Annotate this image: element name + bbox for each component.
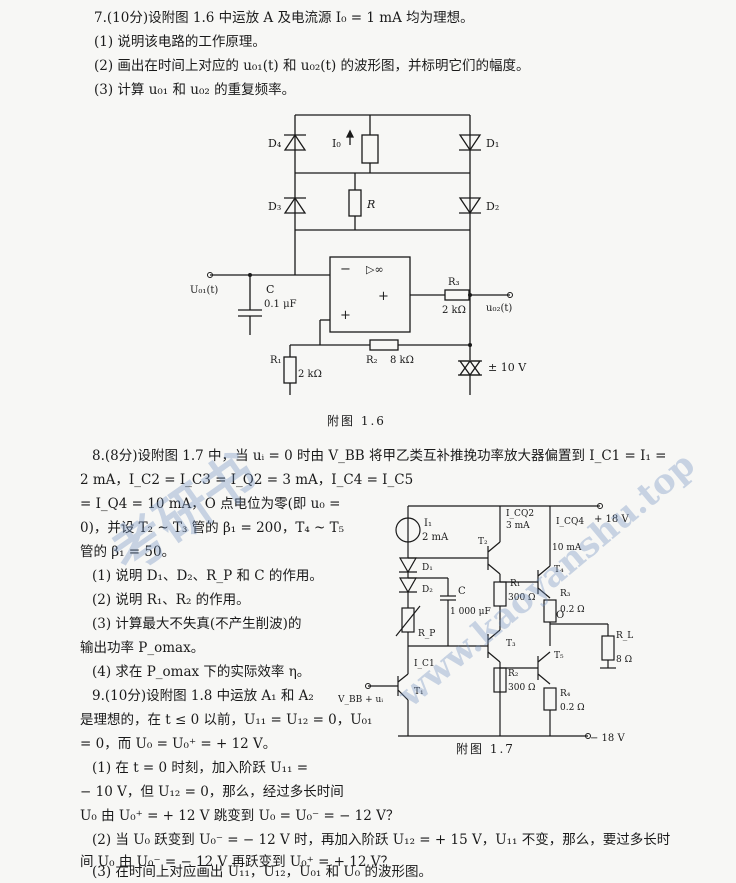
label-d3: D₃ [268,200,281,213]
q8-l1: 8.(8分)设附图 1.7 中，当 uᵢ = 0 时由 V_BB 将甲乙类互补推… [92,448,667,464]
label-rp: R_P [418,629,435,639]
label-t4: T₄ [554,565,564,575]
q8-part1: (1) 说明 D₁、D₂、R_P 和 C 的作用。 [92,568,323,584]
label-icq4: I_CQ4 [556,517,584,527]
label-uo2: u₀₂(t) [486,303,512,314]
label-r4-value: 0.2 Ω [560,703,585,713]
label-d1: D₁ [422,563,433,573]
label-r3: R₃ [560,589,571,599]
label-d2: D₂ [422,585,433,595]
q7-part1: (1) 说明该电路的工作原理。 [94,34,266,50]
q7-title: 7.(10分)设附图 1.6 中运放 A 及电流源 I₀ = 1 mA 均为理想… [94,10,474,26]
label-r2: R₂ [508,669,519,679]
label-rl-value: 8 Ω [616,655,632,665]
q8-l3: = I_Q4 = 10 mA，O 点电位为零(即 u₀ = [80,496,341,512]
label-r1: R₁ [510,579,520,589]
q8-l2: 2 mA，I_C2 = I_C3 = I_Q2 = 3 mA，I_C4 = I_… [80,472,414,488]
opamp-plus-out: + [378,289,389,304]
label-r1-value: 2 kΩ [298,369,322,380]
q9-part3-visible: (3) 在时间上对应画出 U₁₁，U₁₂，U₀₁ 和 U₀ 的波形图。 [92,864,432,880]
label-vbb: V_BB + uᵢ [338,695,383,705]
opamp-plus-in: + [340,308,351,323]
label-icq2: I_CQ2 [506,509,534,519]
label-r3-value: 0.2 Ω [560,605,585,615]
label-r2-value: 300 Ω [508,683,536,693]
q7-part2: (2) 画出在时间上对应的 u₀₁(t) 和 u₀₂(t) 的波形图，并标明它们… [94,58,530,74]
label-d2: D₂ [486,200,499,213]
figure-1-7-circuit: I₁ 2 mA I_CQ2 3 mA I_CQ4 10 mA + 18 V − … [338,503,633,744]
label-r1: R₁ [270,355,282,366]
q8-l5: 管的 β₁ = 50。 [80,544,176,560]
q8-part3: (3) 计算最大不失真(不产生削波)的 [92,616,302,632]
label-r2: R₂ [366,355,378,366]
q9-part2-cont: 间 U₀ 由 U₀⁻ = − 12 V 再跃变到 U₀⁺ = + 12 V？ [80,854,395,870]
label-i1-value: 2 mA [422,532,449,543]
q8-part3-cont: 输出功率 P_omax。 [80,640,205,656]
q9-part1: (1) 在 t = 0 时刻，加入阶跃 U₁₁ = [92,760,308,776]
label-icq2-value: 3 mA [506,521,530,531]
opamp-symbol: ▷∞ [366,263,384,276]
q9-l1: 9.(10分)设附图 1.8 中运放 A₁ 和 A₂ [92,688,314,704]
q8-part2: (2) 说明 R₁、R₂ 的作用。 [92,592,250,608]
label-t1: T₁ [414,687,424,697]
label-t3: T₃ [506,639,516,649]
figure-1-6-circuit: D₄ D₃ D₁ D₂ I₀ R U₀₁(t) C 0.1 μF − ▷∞ + … [190,114,527,395]
label-r: R [366,198,375,211]
label-d1: D₁ [486,137,499,150]
label-r1-value: 300 Ω [508,593,536,603]
q9-part1-cont: − 10 V，但 U₁₂ = 0，那么，经过多长时间 [80,784,344,800]
label-r3-value: 2 kΩ [442,305,466,316]
label-vplus: + 18 V [594,514,629,525]
q8-part4: (4) 求在 P_omax 下的实际效率 η。 [92,664,311,680]
label-ic1: I_C1 [414,659,435,669]
opamp-minus: − [340,262,351,277]
label-i1: I₁ [424,518,432,529]
label-r2-value: 8 kΩ [390,355,414,366]
label-io: I₀ [332,137,341,150]
q9-l2: 是理想的，在 t ≤ 0 以前，U₁₁ = U₁₂ = 0，U₀₁ [80,712,373,728]
label-c: C [458,586,466,597]
label-r4: R₄ [560,689,571,699]
label-t2: T₂ [478,537,488,547]
q8-l4: 0)，并设 T₂ ~ T₃ 管的 β₁ = 200，T₄ ~ T₅ [80,520,345,536]
q7-part3: (3) 计算 u₀₁ 和 u₀₂ 的重复频率。 [94,82,296,98]
figure-1-6-caption: 附图 1.6 [327,414,386,428]
label-o-node: O [556,610,564,621]
label-uo1: U₀₁(t) [190,285,218,296]
label-d4: D₄ [268,137,282,150]
label-vminus: − 18 V [590,733,625,744]
figure-1-7-caption: 附图 1.7 [456,742,515,756]
label-t5: T₅ [554,651,564,661]
label-rl: R_L [616,631,633,641]
label-c: C [266,283,274,296]
q9-part2: (2) 当 U₀ 跃变到 U₀⁻ = − 12 V 时，再加入阶跃 U₁₂ = … [92,832,671,848]
q9-part1-cont2: U₀ 由 U₀⁺ = + 12 V 跳变到 U₀ = U₀⁻ = − 12 V？ [80,808,400,824]
label-zener: ± 10 V [488,361,527,374]
label-c-value: 1 000 μF [450,607,491,617]
label-icq4-value: 10 mA [552,543,582,553]
label-r3: R₃ [448,277,460,288]
q9-l3: = 0，而 U₀ = U₀⁺ = + 12 V。 [80,736,277,752]
label-c-value: 0.1 μF [264,299,297,310]
